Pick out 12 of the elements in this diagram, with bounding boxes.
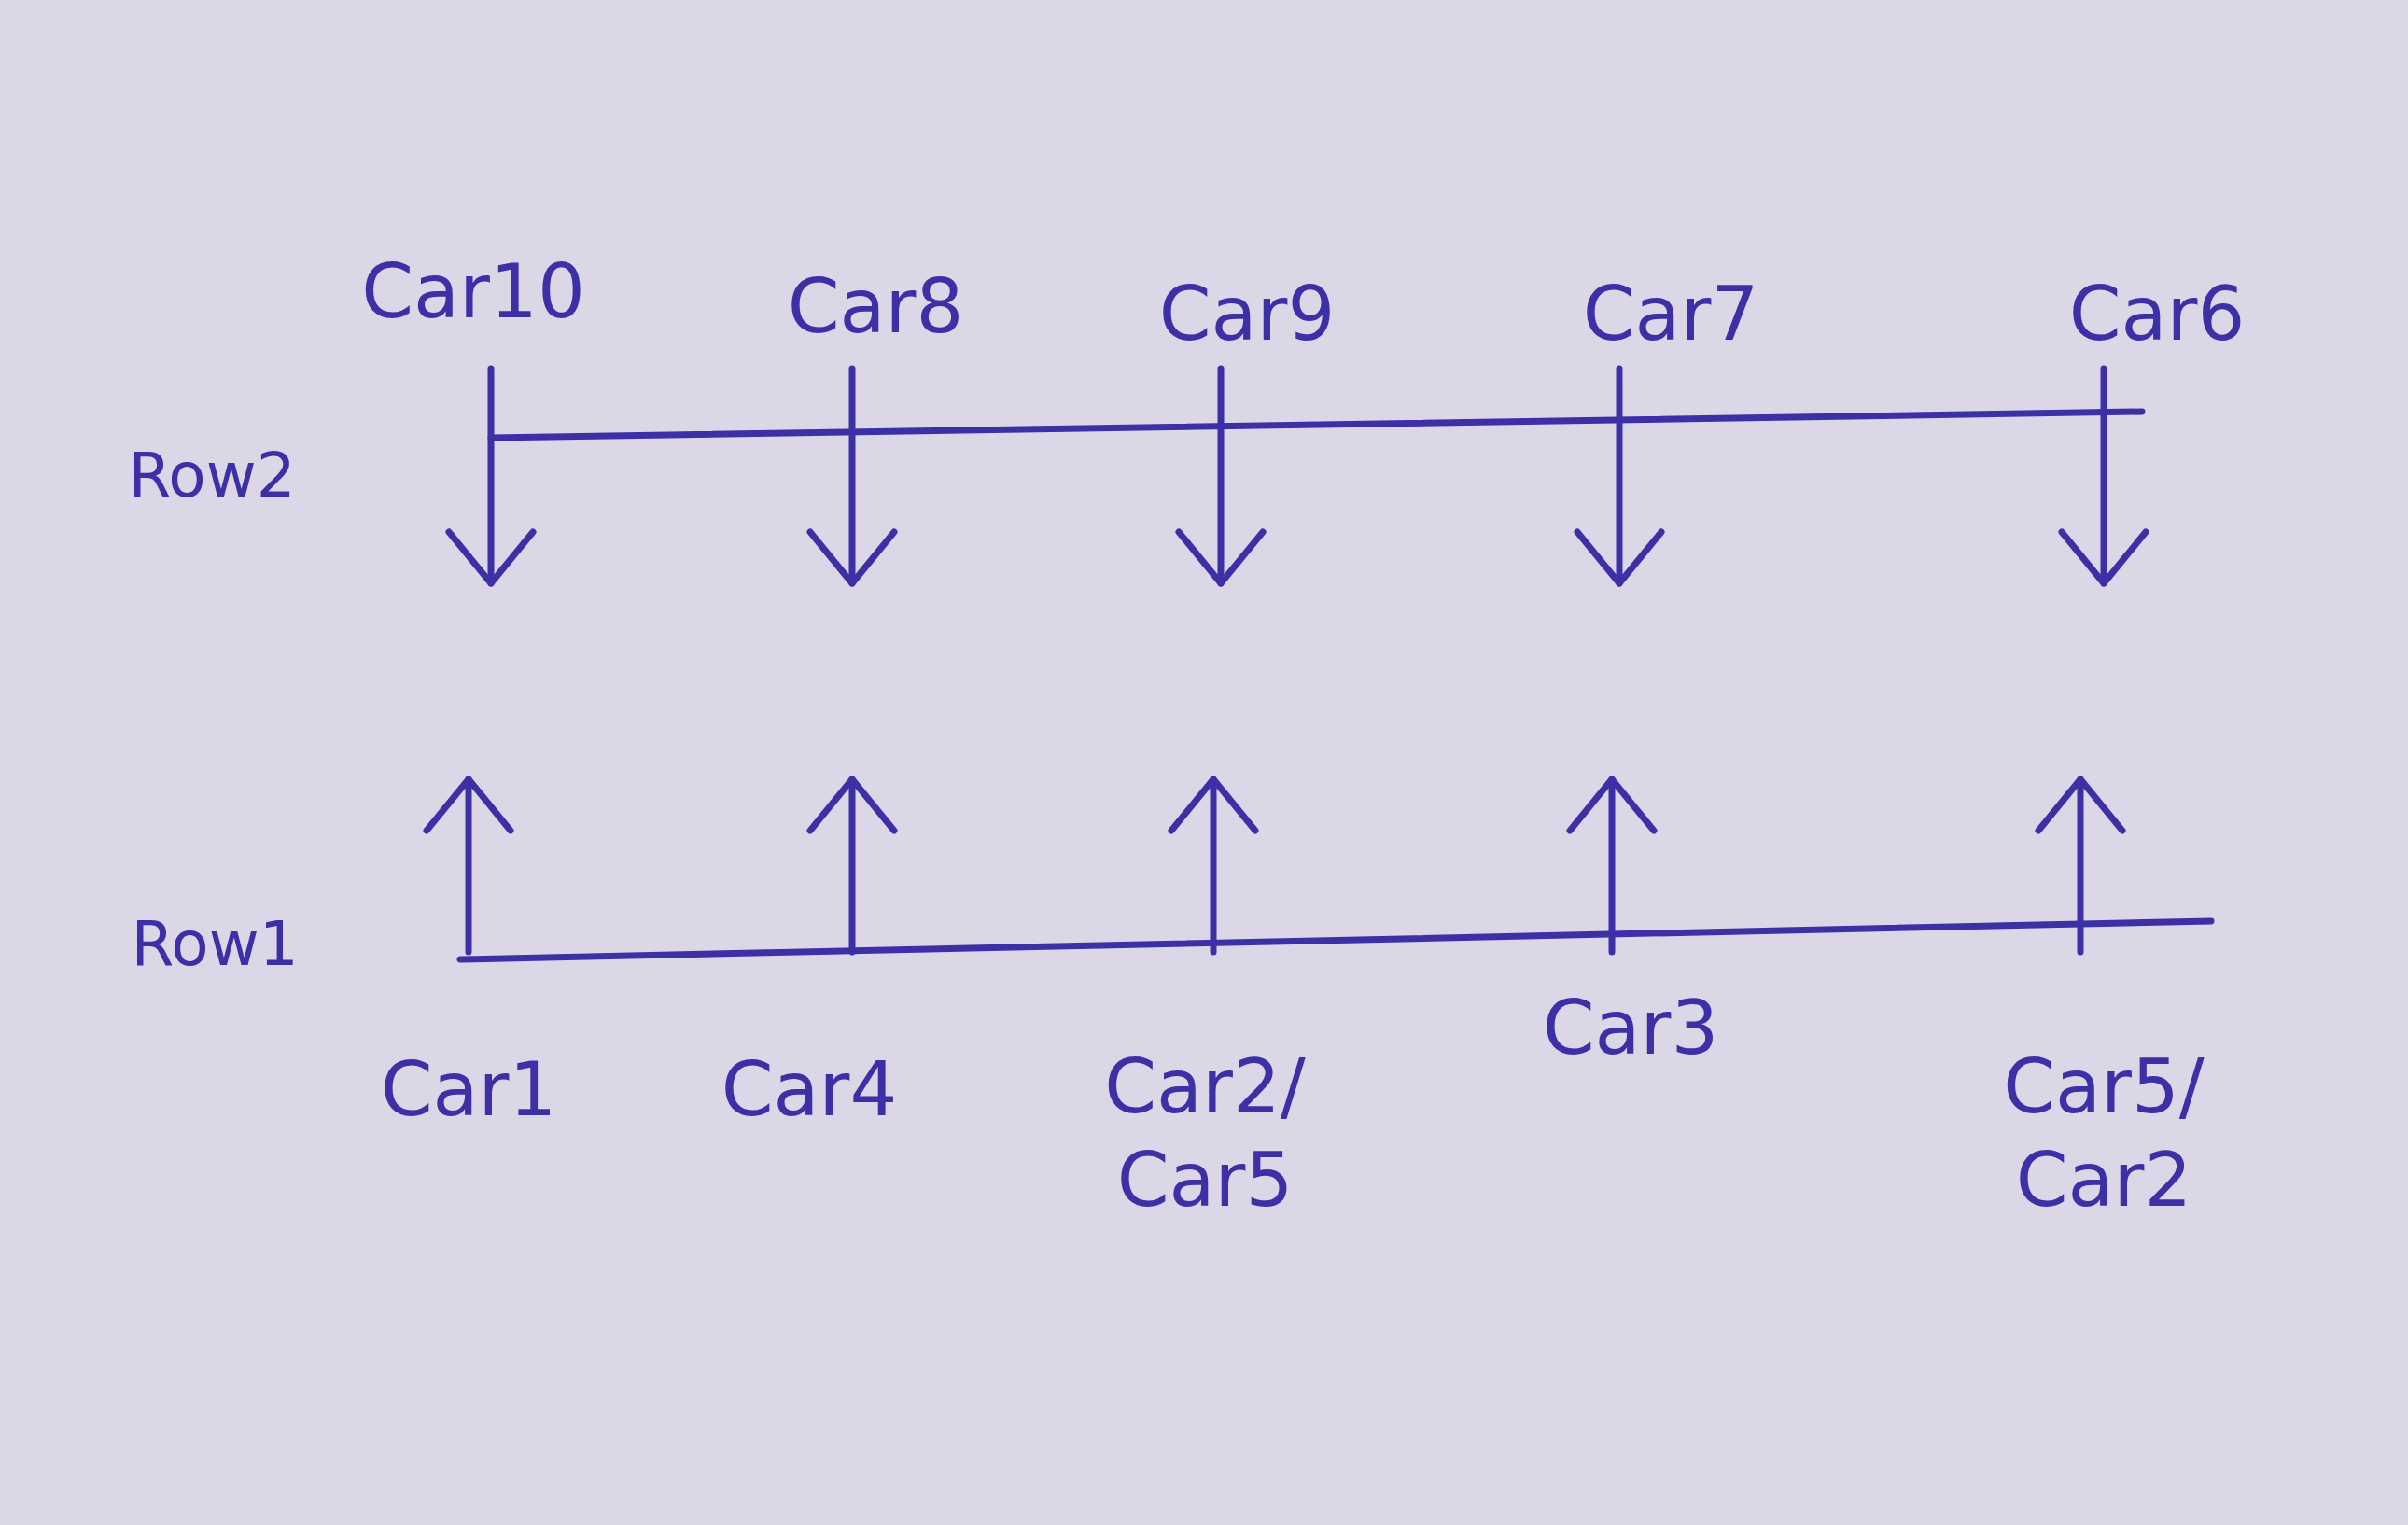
car-label: Car2/ Car5 — [1104, 1042, 1306, 1225]
car-label: Car4 — [721, 1045, 898, 1135]
car-label: Car6 — [2068, 270, 2246, 359]
car-label: Car3 — [1542, 984, 1719, 1073]
row-label: Row1 — [131, 906, 299, 982]
car-label: Car9 — [1158, 270, 1336, 359]
car-label: Car5/ Car2 — [2003, 1042, 2205, 1225]
car-label: Car1 — [380, 1045, 557, 1135]
car-label: Car10 — [361, 247, 585, 337]
car-label: Car8 — [787, 262, 964, 352]
row-label: Row2 — [128, 438, 296, 513]
car-label: Car7 — [1582, 270, 1759, 359]
